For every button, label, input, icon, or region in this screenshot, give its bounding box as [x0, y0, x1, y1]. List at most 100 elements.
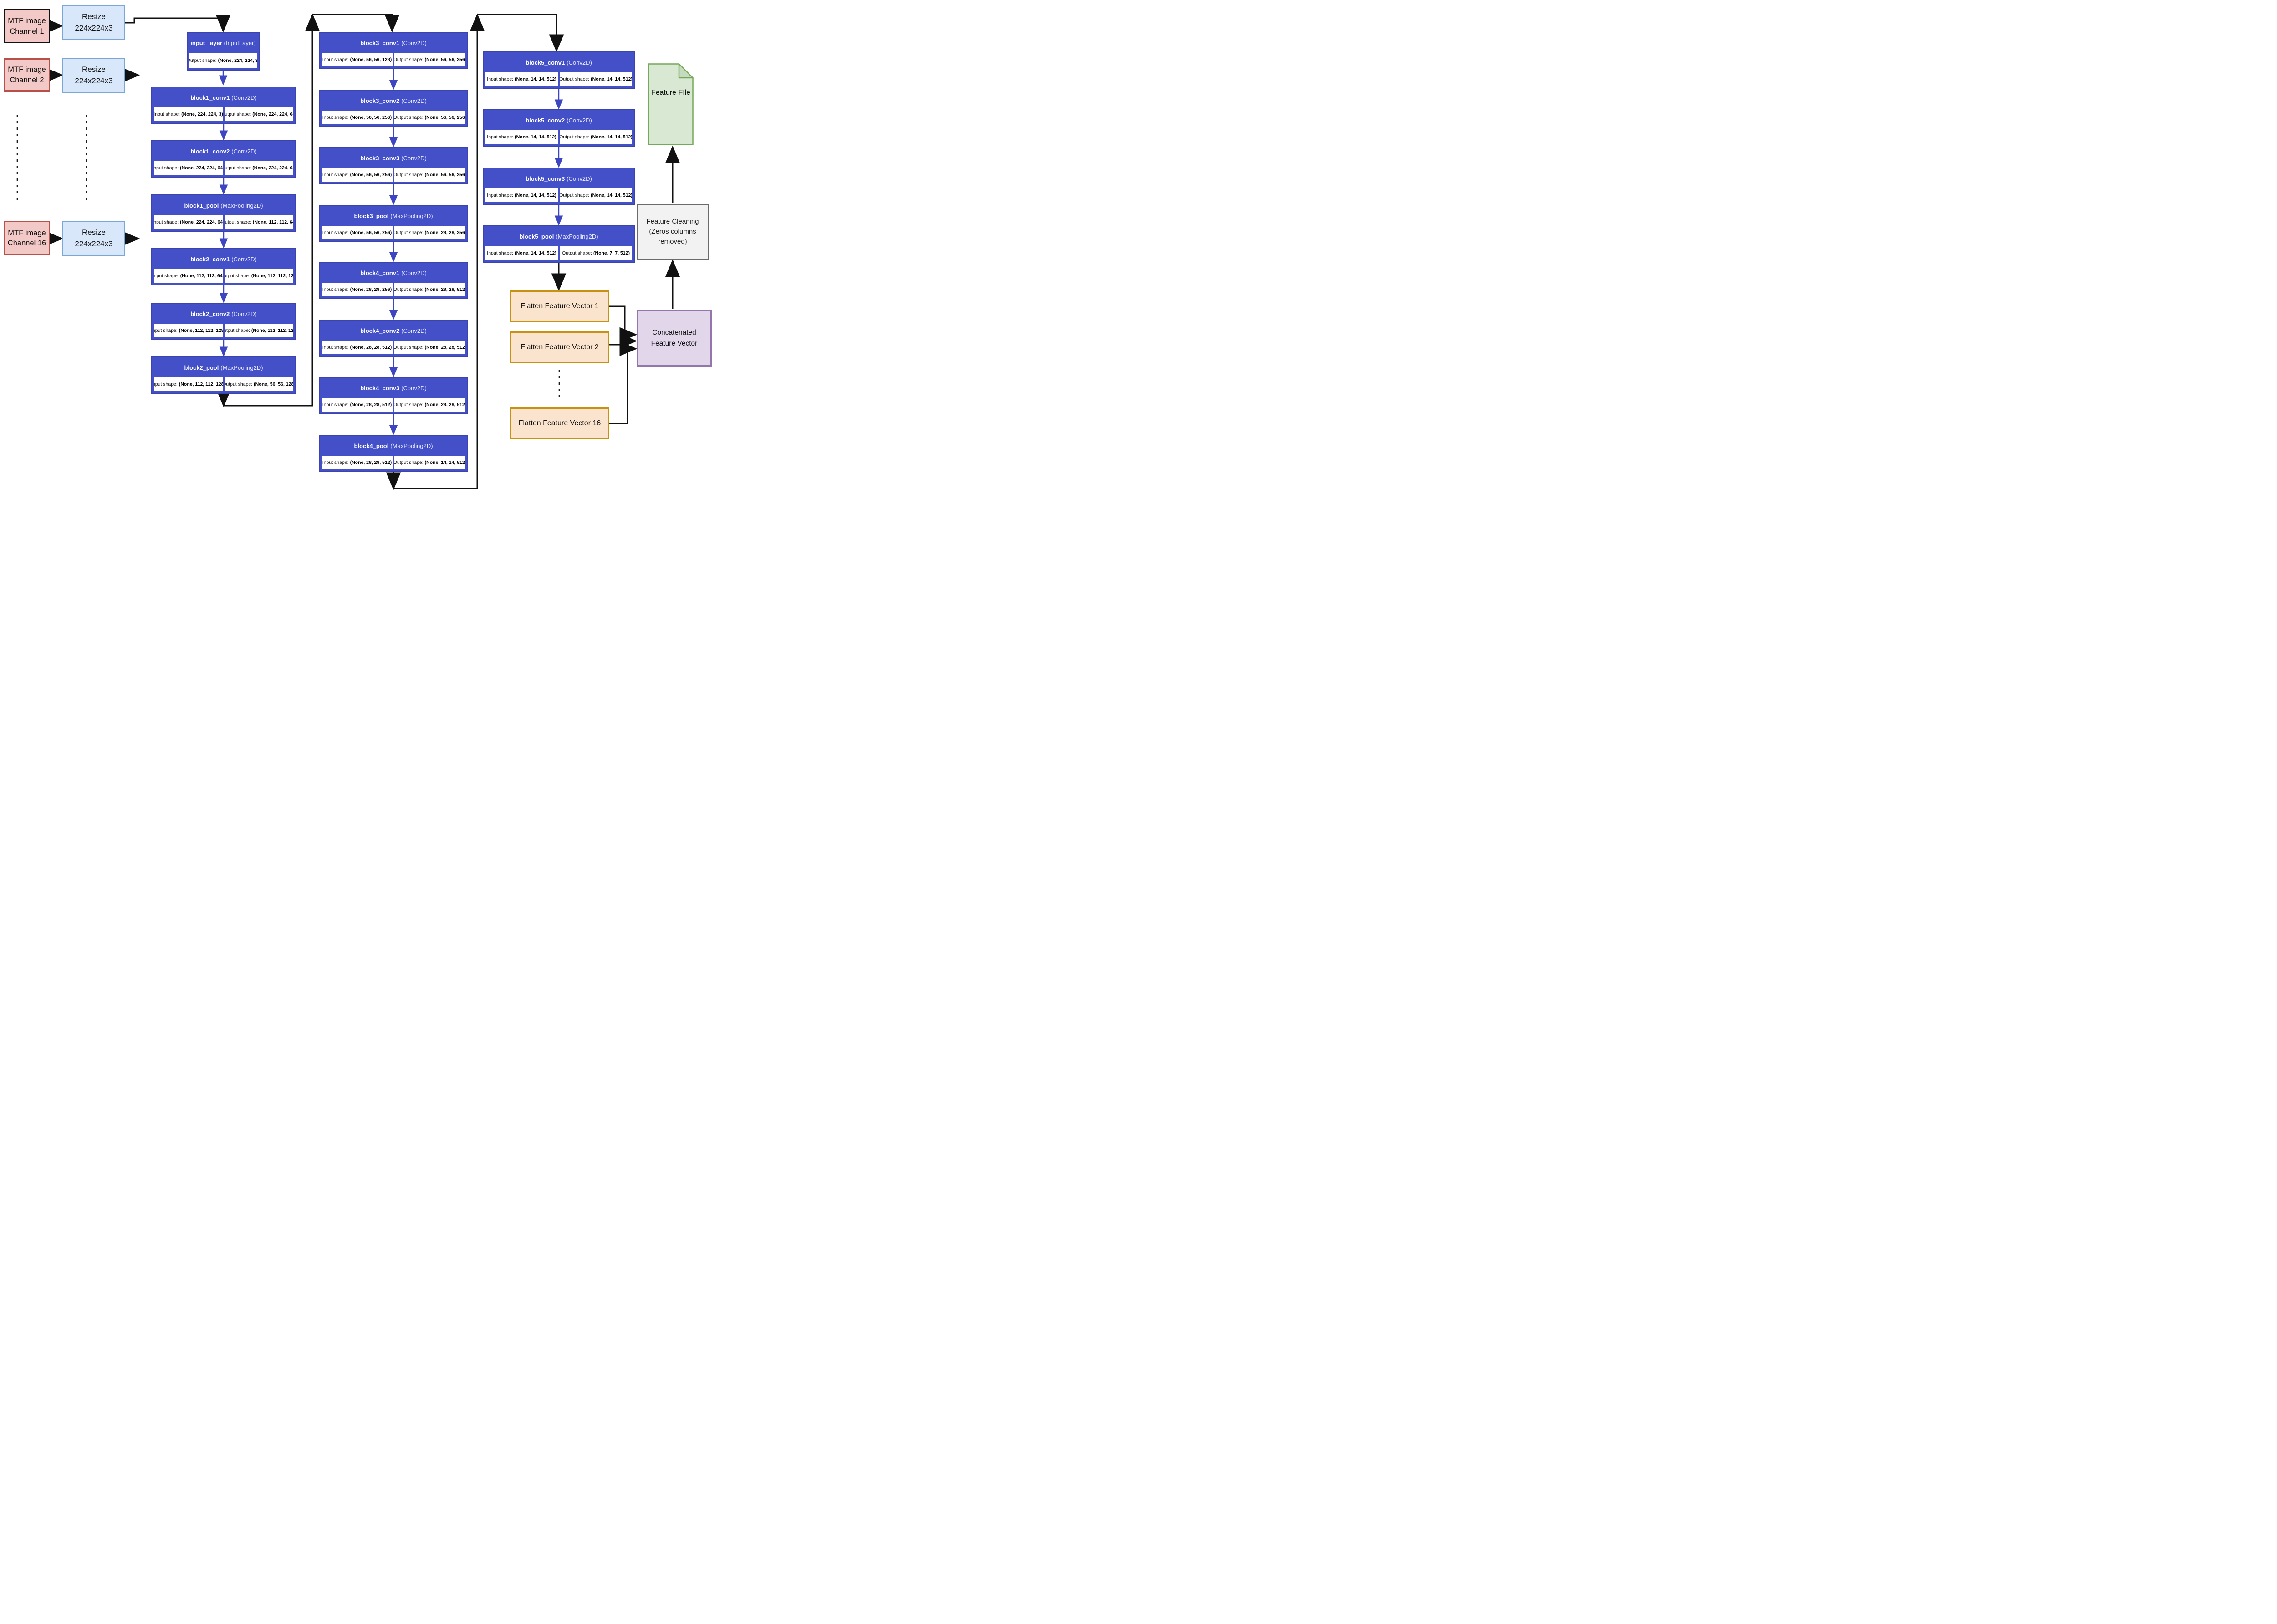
arrow-connector [609, 341, 638, 424]
layer-input-shape-cell: Input shape: (None, 28, 28, 512) [322, 456, 393, 469]
mtf-channel-16-label-line2: Channel 16 [7, 239, 46, 247]
feature-cleaning-line3: removed) [658, 237, 687, 245]
layer-input-shape-cell: Input shape: (None, 112, 112, 128) [154, 324, 223, 337]
input-shape-prefix: Input shape: [154, 273, 179, 279]
layer-type: (Conv2D) [567, 117, 592, 124]
layer-output-shape-cell: Output shape: (None, 28, 28, 512) [394, 283, 465, 296]
layer-title: block2_conv1 (Conv2D) [152, 249, 295, 269]
layer-block4_conv1: block4_conv1 (Conv2D) Input shape: (None… [319, 262, 468, 299]
layer-title: input_layer (InputLayer) [188, 33, 259, 53]
layer-type: (Conv2D) [401, 327, 427, 334]
layer-title: block3_conv3 (Conv2D) [320, 148, 467, 168]
layer-output-shape-cell: Output shape: (None, 112, 112, 64) [225, 215, 293, 229]
feature-cleaning-line1: Feature Cleaning [646, 218, 699, 226]
output-shape-prefix: Output shape: [562, 250, 592, 256]
flatten-vector-1-box: Flatten Feature Vector 1 [510, 290, 609, 322]
resize-1-label-line1: Resize [82, 12, 106, 21]
layer-name: block3_conv2 [360, 97, 400, 104]
layer-type: (MaxPooling2D) [390, 442, 433, 449]
output-shape-value: (None, 56, 56, 256) [424, 57, 465, 62]
output-shape-value: (None, 14, 14, 512) [424, 460, 465, 465]
layer-input-shape-cell: Input shape: (None, 112, 112, 64) [154, 269, 223, 283]
input-shape-prefix: Input shape: [322, 402, 349, 407]
layer-output-shape-cell: Output shape: (None, 56, 56, 256) [394, 53, 465, 66]
layer-block1_conv1: block1_conv1 (Conv2D) Input shape: (None… [151, 87, 296, 124]
arrow-connector [609, 305, 638, 342]
input-shape-prefix: Input shape: [154, 219, 179, 225]
layer-block5_pool: block5_pool (MaxPooling2D) Input shape: … [483, 225, 635, 263]
layer-block3_pool: block3_pool (MaxPooling2D) Input shape: … [319, 205, 468, 242]
input-shape-value: (None, 14, 14, 512) [515, 193, 556, 198]
input-shape-value: (None, 14, 14, 512) [515, 134, 556, 140]
input-shape-value: (None, 112, 112, 128) [179, 382, 223, 387]
output-shape-prefix: Output shape: [225, 382, 253, 387]
layer-title: block4_conv1 (Conv2D) [320, 263, 467, 283]
input-shape-value: (None, 224, 224, 64) [180, 165, 223, 171]
input-shape-prefix: Input shape: [322, 287, 349, 292]
layer-name: block5_conv3 [526, 175, 565, 182]
layer-output-shape-cell: Output shape: (None, 224, 224, 3) [189, 53, 257, 68]
layer-name: block4_conv2 [360, 327, 400, 334]
arrow-connector [312, 14, 400, 33]
concatenated-line2: Feature Vector [651, 339, 698, 347]
flatten-vector-1-label: Flatten Feature Vector 1 [521, 302, 599, 310]
layer-title: block4_pool (MaxPooling2D) [320, 436, 467, 456]
layer-name: block4_conv3 [360, 384, 400, 392]
layer-block4_pool: block4_pool (MaxPooling2D) Input shape: … [319, 435, 468, 472]
layer-block4_conv2: block4_conv2 (Conv2D) Input shape: (None… [319, 320, 468, 357]
layer-output-shape-cell: Output shape: (None, 7, 7, 512) [560, 246, 632, 260]
input-shape-value: (None, 14, 14, 512) [515, 76, 556, 82]
layer-title: block1_pool (MaxPooling2D) [152, 195, 295, 215]
layer-name: block1_conv1 [190, 94, 230, 101]
mtf-channel-16-label-line1: MTF image [8, 229, 46, 237]
layer-type: (MaxPooling2D) [556, 233, 598, 240]
layer-output-shape-cell: Output shape: (None, 56, 56, 128) [225, 377, 293, 391]
output-shape-value: (None, 14, 14, 512) [591, 193, 632, 198]
layer-output-shape-cell: Output shape: (None, 14, 14, 512) [560, 72, 632, 86]
output-shape-value: (None, 14, 14, 512) [591, 134, 632, 140]
layer-type: (Conv2D) [567, 175, 592, 182]
layer-title: block5_conv2 (Conv2D) [484, 110, 634, 130]
layer-input-shape-cell: Input shape: (None, 14, 14, 512) [485, 72, 558, 86]
input-shape-value: (None, 28, 28, 256) [350, 287, 392, 292]
document-icon [648, 63, 694, 145]
layer-input-shape-cell: Input shape: (None, 14, 14, 512) [485, 188, 558, 202]
layer-input-shape-cell: Input shape: (None, 56, 56, 256) [322, 226, 393, 239]
output-shape-prefix: Output shape: [394, 460, 424, 465]
resize-box-2: Resize 224x224x3 [62, 58, 125, 93]
input-shape-prefix: Input shape: [322, 115, 349, 120]
layer-name: input_layer [190, 39, 222, 46]
output-shape-prefix: Output shape: [225, 165, 251, 171]
layer-name: block2_pool [184, 364, 219, 371]
input-shape-value: (None, 56, 56, 256) [350, 115, 392, 120]
output-shape-value: (None, 56, 56, 128) [254, 382, 293, 387]
resize-box-1: Resize 224x224x3 [62, 5, 125, 40]
layer-title: block5_conv3 (Conv2D) [484, 168, 634, 188]
layer-title: block2_pool (MaxPooling2D) [152, 357, 295, 377]
input-shape-prefix: Input shape: [487, 134, 514, 140]
output-shape-value: (None, 28, 28, 512) [424, 287, 465, 292]
layer-type: (InputLayer) [224, 39, 256, 46]
input-shape-value: (None, 14, 14, 512) [515, 250, 556, 256]
output-shape-value: (None, 28, 28, 512) [424, 402, 465, 407]
layer-type: (Conv2D) [231, 255, 257, 263]
output-shape-prefix: Output shape: [225, 219, 251, 225]
layer-block4_conv3: block4_conv3 (Conv2D) Input shape: (None… [319, 377, 468, 414]
layer-input-shape-cell: Input shape: (None, 56, 56, 256) [322, 111, 393, 124]
layer-title: block2_conv2 (Conv2D) [152, 304, 295, 324]
layer-input-shape-cell: Input shape: (None, 28, 28, 256) [322, 283, 393, 296]
layer-output-shape-cell: Output shape: (None, 56, 56, 256) [394, 168, 465, 182]
layer-output-shape-cell: Output shape: (None, 14, 14, 512) [560, 130, 632, 144]
layer-name: block2_conv1 [190, 255, 230, 263]
output-shape-value: (None, 28, 28, 256) [424, 230, 465, 235]
layer-block3_conv1: block3_conv1 (Conv2D) Input shape: (None… [319, 32, 468, 69]
layer-title: block3_conv2 (Conv2D) [320, 91, 467, 111]
flatten-vector-16-box: Flatten Feature Vector 16 [510, 407, 609, 439]
layer-input-shape-cell: Input shape: (None, 224, 224, 3) [154, 107, 223, 121]
output-shape-prefix: Output shape: [394, 402, 424, 407]
layer-input-layer: input_layer (InputLayer) Output shape: (… [187, 32, 260, 71]
layer-type: (MaxPooling2D) [220, 364, 263, 371]
layer-type: (Conv2D) [401, 39, 427, 46]
input-shape-value: (None, 112, 112, 128) [179, 328, 223, 333]
layer-block1_pool: block1_pool (MaxPooling2D) Input shape: … [151, 194, 296, 232]
